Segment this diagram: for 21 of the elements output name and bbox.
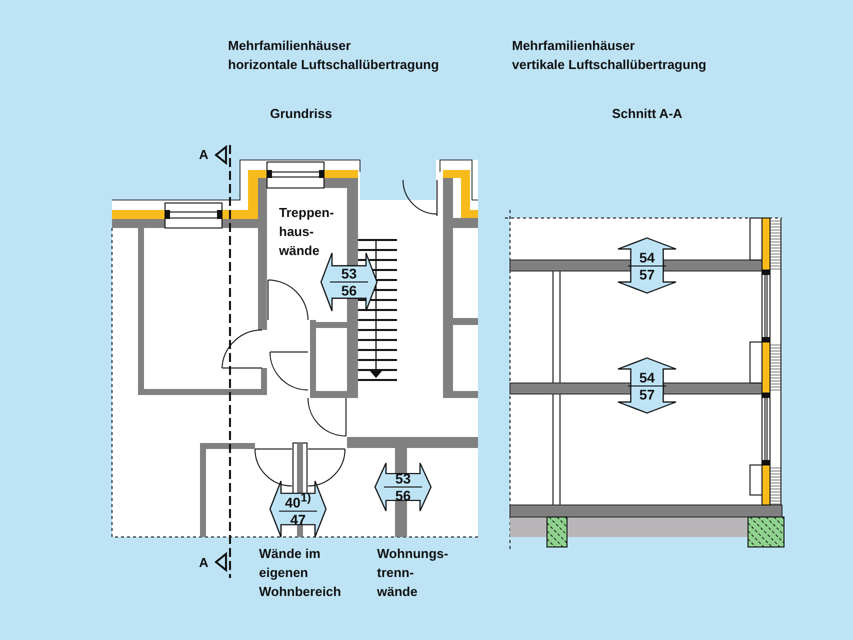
section-mark-letter: A	[199, 554, 208, 572]
insulation-value: 54	[628, 369, 666, 386]
wall-label: Wohnungs- trenn- wände	[377, 545, 450, 601]
insulation-value: 53	[330, 266, 368, 282]
insulation-value: 47	[289, 511, 307, 528]
insulation-value: 56	[340, 282, 358, 298]
insulation-value: 53	[384, 470, 422, 488]
wall-label: Wände im eigenen Wohnbereich	[259, 545, 342, 601]
heading: vertikale Luftschallübertragung	[512, 56, 706, 74]
heading: Mehrfamilienhäuser	[512, 37, 635, 55]
heading: horizontale Luftschallübertragung	[228, 56, 439, 74]
insulation-value: 57	[638, 266, 656, 282]
wall-label: Treppen- haus- wände	[279, 204, 335, 260]
insulation-value: 57	[638, 386, 656, 402]
insulation-value: 54	[628, 249, 666, 266]
insulation-value: 56	[394, 488, 412, 504]
heading: Mehrfamilienhäuser	[228, 37, 351, 55]
view-title: Schnitt A-A	[612, 105, 682, 123]
insulation-value: 40$^{1)}$	[279, 490, 317, 512]
section-mark-letter: A	[199, 146, 208, 164]
view-title: Grundriss	[270, 105, 332, 123]
